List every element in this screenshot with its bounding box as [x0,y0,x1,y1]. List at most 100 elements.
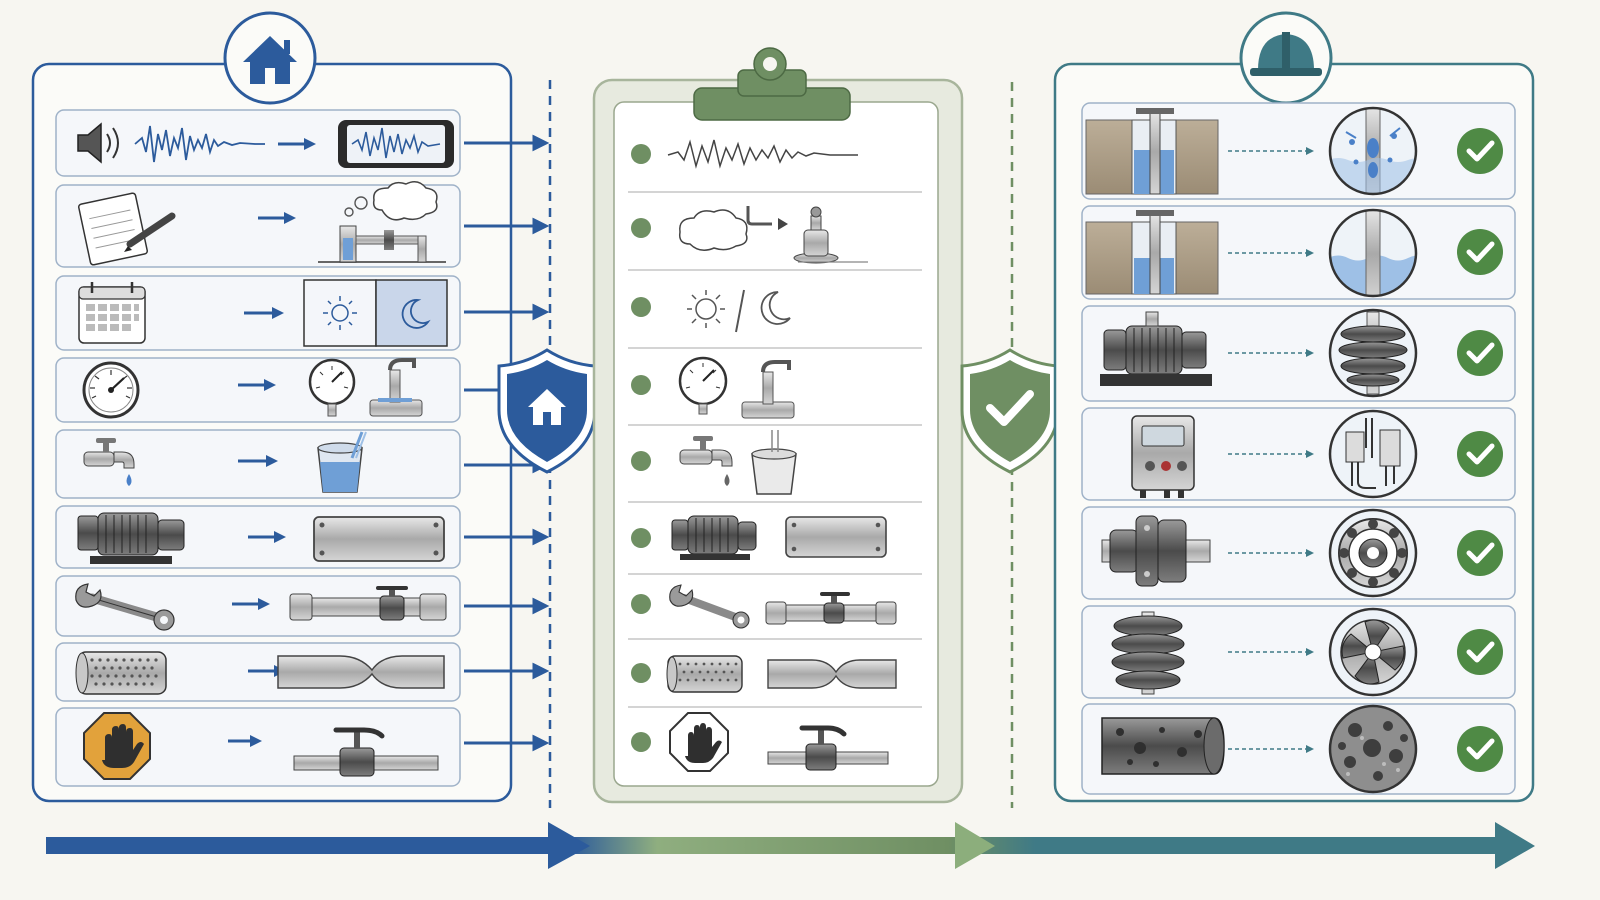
timeline-bar [46,837,1501,854]
technician-panel [1053,11,1535,803]
moon-icon [760,291,791,325]
dashed-arrow [1228,745,1314,753]
pipe-valve-icon [289,586,447,621]
metal-nameplate-icon [313,516,445,562]
checklist-row-9-icons [669,712,889,772]
thought-cloud-icon [678,209,748,251]
timeline-arrow-owner [548,822,590,869]
checklist-row-2-icons [678,206,868,264]
hard-hat-icon [1239,11,1333,105]
arrow [228,735,262,747]
impeller-closeup-icon [1328,607,1418,697]
water-level-closeup-icon [1328,208,1418,298]
checklist-row-7-icons [669,584,897,629]
dashed-arrow [1228,249,1314,257]
screen-filter-icon [666,655,743,693]
timeline [46,822,1535,869]
owner-panel [31,11,597,803]
sun-icon [687,290,725,328]
dashed-arrow [1228,349,1314,357]
technician-row-4 [1081,407,1516,501]
well-pump-thought-cloud-icon [318,181,446,263]
motor-icon [671,515,757,560]
pressure-gauge-icon [678,356,728,415]
arrow [238,455,278,467]
checklist-row-3-icons [687,289,791,333]
check-icon [1457,330,1503,376]
well-water-level-cutaway-icon [1085,210,1219,295]
owner-connectors [464,134,550,752]
sun-icon [323,296,357,330]
technician-row-5 [1081,506,1516,600]
faucet-drip-icon [679,436,733,486]
wrench-icon [75,583,175,631]
technician-row-3 [1081,305,1516,402]
arrow [278,138,316,150]
owner-row-1 [55,109,461,177]
waveform-icon [134,125,265,163]
wiring-closeup-icon [1328,409,1418,499]
owner-row-2 [55,181,461,268]
arrow [232,598,270,610]
motor-icon [77,512,185,564]
house-icon [528,389,566,425]
dashed-arrow [1228,549,1314,557]
checklist-dividers [628,191,922,708]
pressure-gauge-icon [82,361,140,419]
bucket-icon [751,430,797,495]
checklist-row-4-icons [678,356,795,419]
control-box-icon [1131,415,1195,498]
water-bucket-icon [317,431,367,493]
checklist-row-6-icons [671,515,887,560]
well-head-icon [793,206,868,264]
screen-filter-icon [75,651,167,695]
well-air-leak-cutaway-icon [1085,108,1219,195]
corroded-pipe-icon [1101,717,1225,775]
technician-row-6 [1081,605,1516,699]
checklist-row-8-icons [666,655,897,693]
impeller-stack-icon [1111,611,1185,695]
check-icon [1457,229,1503,275]
arrow [258,212,296,224]
smartphone-waveform-icon [338,120,454,168]
pipe-valve-icon [765,592,897,625]
check-icon [1457,726,1503,772]
arrow [238,379,276,391]
owner-row-3 [55,275,461,351]
dashed-arrow [1228,450,1314,458]
check-icon [986,390,1034,426]
checklist-row-5-icons [679,430,797,495]
dashed-arrow [1228,648,1314,656]
metal-nameplate-icon [785,516,887,558]
technician-row-2 [1081,205,1516,300]
checklist-bullets [631,144,651,752]
clipboard-clip-icon [693,47,851,121]
gauge-and-well-head-icon [308,358,423,417]
calendar-icon [78,282,146,344]
pump-motor-icon [1100,311,1212,386]
verified-shield [960,348,1060,474]
dashed-arrow [1228,147,1314,155]
owner-row-5 [55,429,461,499]
timeline-arrow-checklist [955,822,995,869]
check-icon [1457,431,1503,477]
checklist-panel [592,47,964,804]
constricted-pipe-icon [277,655,445,689]
house-icon [223,11,317,105]
notepad-pencil-icon [77,192,176,266]
owner-row-7 [55,575,461,637]
moon-icon [401,299,431,329]
owner-shield [497,348,597,474]
arrow [244,307,284,319]
check-icon [1457,530,1503,576]
stop-hand-icon [669,712,729,772]
check-icon [1457,128,1503,174]
owner-row-6 [55,505,461,569]
owner-row-9 [55,707,461,787]
arrow [248,531,286,543]
corrosion-closeup-icon [1328,704,1418,794]
technician-row-1 [1081,102,1516,200]
owner-row-8 [55,642,461,702]
